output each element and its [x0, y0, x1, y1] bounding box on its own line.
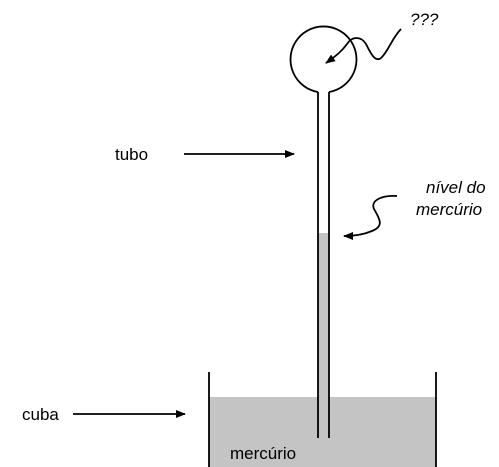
level-label-line2: mercúrio: [416, 200, 482, 219]
mercury-label: mercúrio: [230, 444, 296, 463]
tube-mercury-column: [318, 233, 329, 438]
unknown-label: ???: [410, 10, 439, 29]
tube-bulb: [289, 25, 358, 93]
basin-label: cuba: [22, 405, 59, 424]
level-arrow: [343, 195, 398, 240]
tube-label: tubo: [115, 145, 148, 164]
unknown-arrow: [325, 28, 402, 64]
level-label-line1: nível do: [426, 178, 486, 197]
